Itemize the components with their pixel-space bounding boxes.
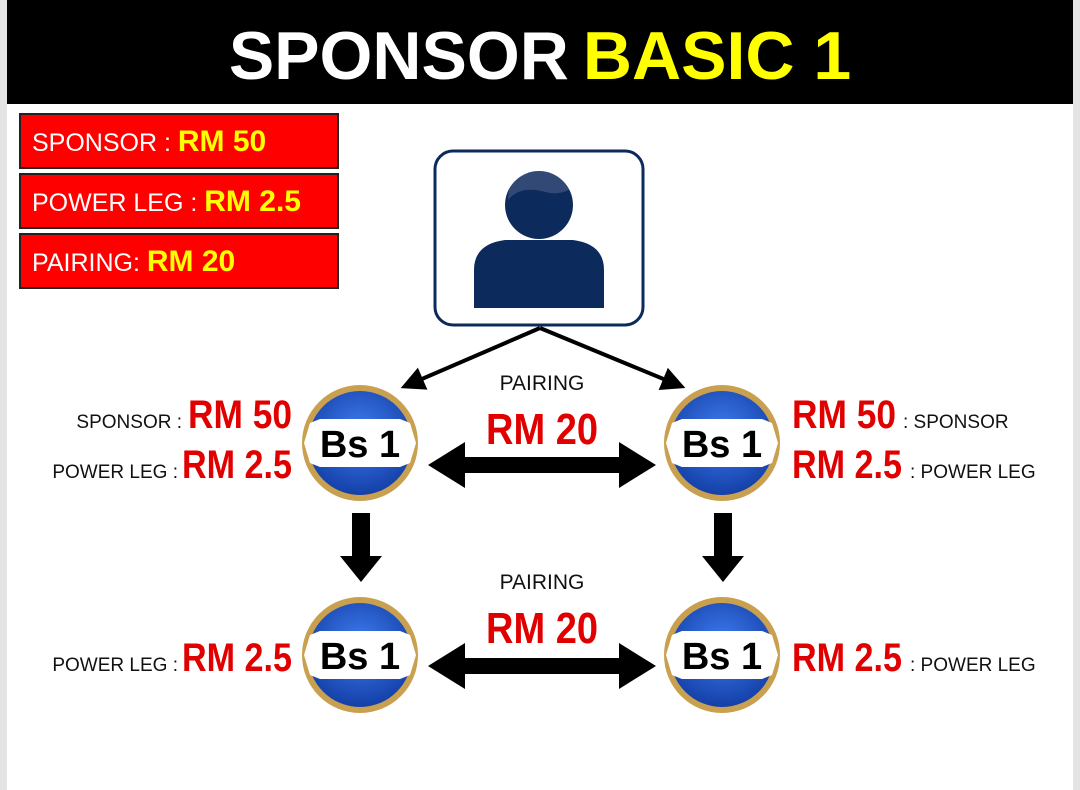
arrow-to-left [400, 326, 541, 390]
node-top-left: Bs 1 [302, 385, 418, 501]
pairing-double-arrow-top [428, 442, 656, 488]
pairing-value-bottom: RM 20 [486, 604, 598, 653]
bl-power-label: POWER LEG : [52, 655, 178, 676]
summary-sponsor: SPONSOR : RM 50 [19, 113, 339, 169]
tr-sponsor-label: : SPONSOR [903, 412, 1009, 433]
svg-text:POWER LEG : RM 2.5: POWER LEG : RM 2.5 [32, 185, 301, 218]
user-avatar-box [433, 149, 645, 327]
tr-sponsor-value: RM 50 [792, 393, 896, 437]
right-edge [1073, 0, 1080, 790]
svg-text:SPONSOR : RM 50: SPONSOR : RM 50 [32, 125, 266, 158]
arrow-to-right [539, 326, 686, 390]
br-power-value: RM 2.5 [792, 636, 902, 680]
svg-text:PAIRING: RM 20: PAIRING: RM 20 [32, 245, 235, 278]
tr-power-value: RM 2.5 [792, 443, 902, 487]
tr-power-label: : POWER LEG [910, 462, 1036, 483]
pairing-value-top: RM 20 [486, 405, 598, 454]
svg-text:Bs 1: Bs 1 [682, 636, 762, 678]
left-edge [0, 0, 7, 790]
tl-power-label: POWER LEG : [52, 462, 178, 483]
pairing-label-bottom: PAIRING [500, 571, 585, 594]
tl-sponsor-label: SPONSOR : [76, 412, 182, 433]
person-icon [474, 168, 604, 308]
down-arrow-right [702, 513, 744, 582]
svg-text:Bs 1: Bs 1 [682, 424, 762, 466]
summary-pairing: PAIRING: RM 20 [19, 233, 339, 289]
tl-sponsor-value: RM 50 [188, 393, 292, 437]
tl-power-value: RM 2.5 [182, 443, 292, 487]
title-bar [7, 0, 1073, 104]
svg-text:Bs 1: Bs 1 [320, 424, 400, 466]
node-top-right: Bs 1 [664, 385, 780, 501]
node-bottom-right: Bs 1 [664, 597, 780, 713]
pairing-double-arrow-bottom [428, 643, 656, 689]
summary-power-leg: POWER LEG : RM 2.5 [19, 173, 339, 229]
svg-text:Bs 1: Bs 1 [320, 636, 400, 678]
bl-power-value: RM 2.5 [182, 636, 292, 680]
pairing-label-top: PAIRING [500, 372, 585, 395]
node-bottom-left: Bs 1 [302, 597, 418, 713]
br-power-label: : POWER LEG [910, 655, 1036, 676]
down-arrow-left [340, 513, 382, 582]
